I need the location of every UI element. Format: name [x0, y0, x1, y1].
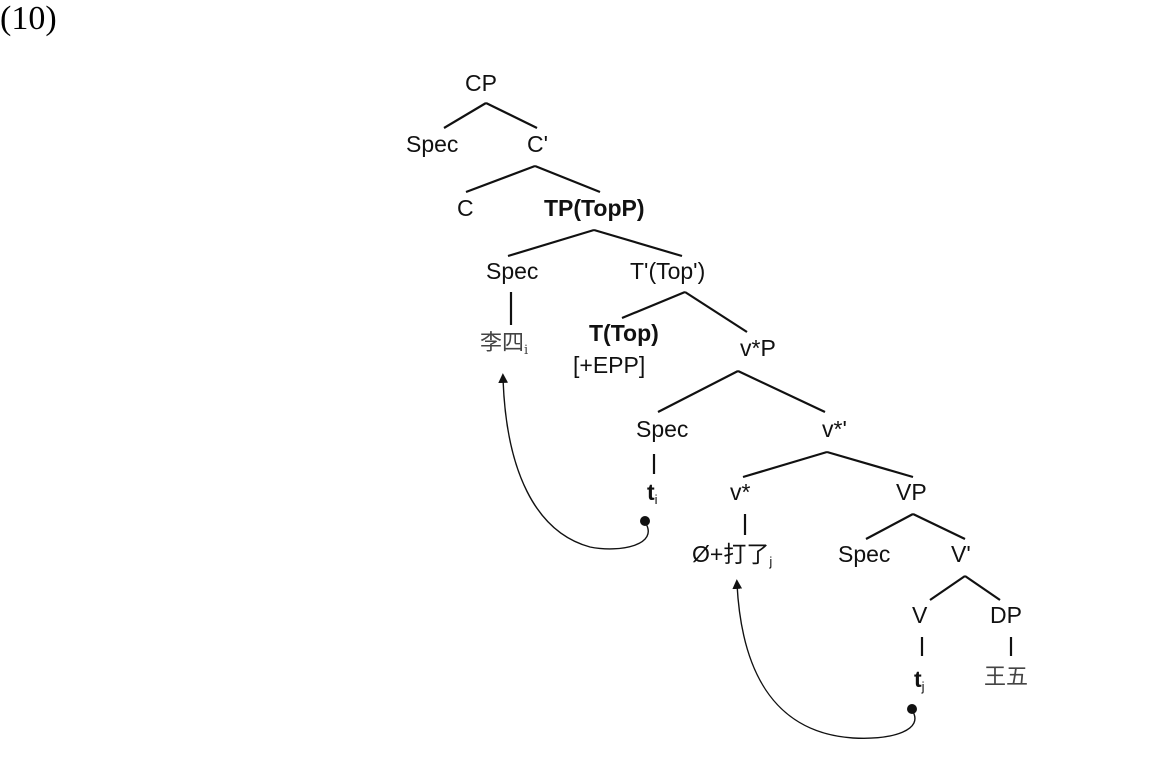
filler-text: 李四	[480, 331, 525, 356]
trace-i-dot	[640, 516, 650, 526]
edge-cbar-left	[465, 164, 536, 194]
node-t-head: T(Top)	[589, 320, 659, 346]
edge-cp-left	[443, 102, 487, 129]
node-vstar-content: Ø+打了j	[692, 541, 773, 569]
edge-vp-right	[912, 513, 966, 540]
edge-cp-right	[485, 102, 538, 129]
node-cp: CP	[465, 70, 497, 96]
node-v-bar: V'	[951, 541, 971, 567]
node-vstar-p: v*P	[740, 335, 776, 361]
node-vstar-bar: v*'	[822, 416, 847, 442]
node-t-bar: T'(Top')	[630, 258, 706, 284]
edge-vstarp-right	[737, 370, 826, 413]
vstar-content-text: Ø+打了	[692, 541, 770, 567]
edge-vstarp-left	[657, 370, 739, 413]
trace-i-text: t	[647, 479, 655, 505]
movement-arrow-j	[732, 579, 916, 739]
edge-vstarbar-right	[826, 450, 914, 479]
edge-cbar-right	[534, 164, 601, 194]
movement-arrow-i	[498, 373, 649, 550]
trace-j-dot	[907, 704, 917, 714]
node-vstar: v*	[730, 479, 751, 505]
node-dp-content: 王五	[984, 665, 1029, 690]
node-vp-spec: Spec	[838, 541, 891, 567]
node-c: C	[457, 195, 474, 221]
node-tp-spec-filler: 李四i	[480, 331, 529, 358]
edge-vp-left	[865, 513, 914, 540]
node-dp: DP	[990, 602, 1022, 628]
trace-j-text: t	[914, 666, 922, 692]
node-vp: VP	[896, 479, 927, 505]
filler-index: i	[524, 343, 529, 358]
edge-tbar-right	[684, 291, 748, 333]
edge-tbar-left	[621, 290, 686, 320]
node-vstar-spec: Spec	[636, 416, 689, 442]
trace-i-index: i	[654, 492, 658, 507]
node-v: V	[912, 602, 928, 628]
node-cp-spec: Spec	[406, 131, 459, 157]
edge-tp-left	[507, 228, 595, 258]
node-tp: TP(TopP)	[544, 195, 645, 221]
node-c-bar: C'	[527, 131, 549, 157]
edge-vbar-right	[964, 575, 1001, 601]
node-trace-j: tj	[914, 666, 925, 694]
edge-vstarbar-left	[742, 450, 828, 479]
vstar-content-index: j	[769, 554, 773, 569]
edge-tp-right	[593, 228, 683, 258]
node-t-feature: [+EPP]	[573, 352, 646, 378]
example-number: (10)	[0, 0, 57, 37]
trace-j-index: j	[921, 679, 925, 694]
edge-vbar-left	[929, 575, 966, 601]
node-trace-i: ti	[647, 479, 658, 507]
node-tp-spec: Spec	[486, 258, 539, 284]
